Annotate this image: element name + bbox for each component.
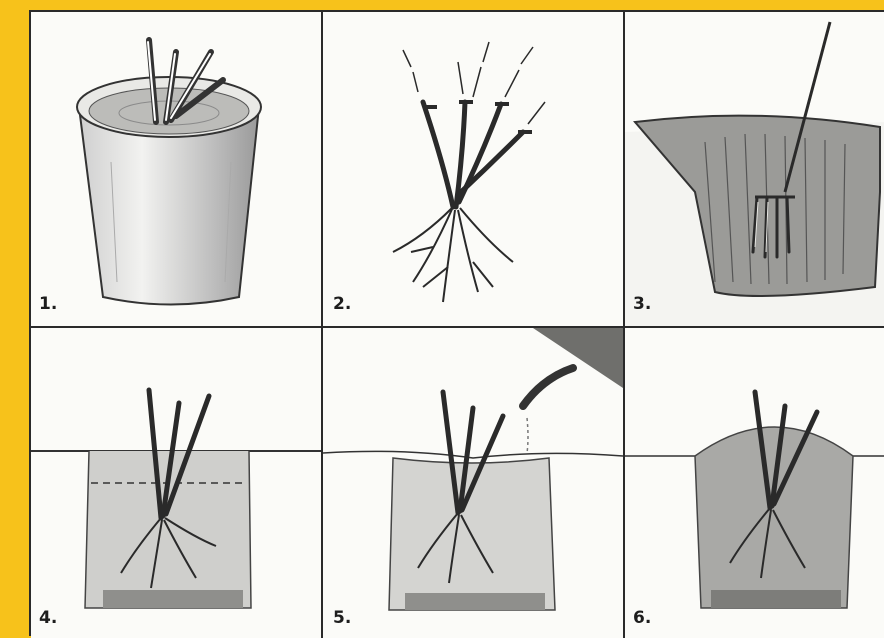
step-number-5: 5. [333, 608, 351, 628]
step-number-6: 6. [633, 608, 651, 628]
panel-divider-vertical-1 [321, 12, 323, 638]
step-panel-6: 6. [625, 328, 884, 638]
step-number-3: 3. [633, 294, 651, 314]
potted-rose-soaking-icon [31, 12, 321, 326]
step-panel-2: 2. [323, 12, 623, 326]
watering-can-watering-icon [323, 328, 623, 638]
digging-fork-loosening-soil-icon [625, 12, 884, 326]
step-number-4: 4. [39, 608, 57, 628]
step-panel-1: 1. [31, 12, 321, 326]
step-panel-4: 4. [31, 328, 321, 638]
step-panel-3: 3. [625, 12, 884, 326]
panel-divider-horizontal [31, 326, 884, 328]
step-number-1: 1. [39, 294, 57, 314]
step-panel-5: 5. [323, 328, 623, 638]
step-number-2: 2. [333, 294, 351, 314]
illustration-sheet: 1. [29, 10, 884, 636]
rose-placed-in-hole-icon [31, 328, 321, 638]
panel-divider-vertical-2 [623, 12, 625, 638]
bare-root-rose-pruning-icon [323, 12, 623, 326]
soil-mounded-around-rose-icon [625, 328, 884, 638]
